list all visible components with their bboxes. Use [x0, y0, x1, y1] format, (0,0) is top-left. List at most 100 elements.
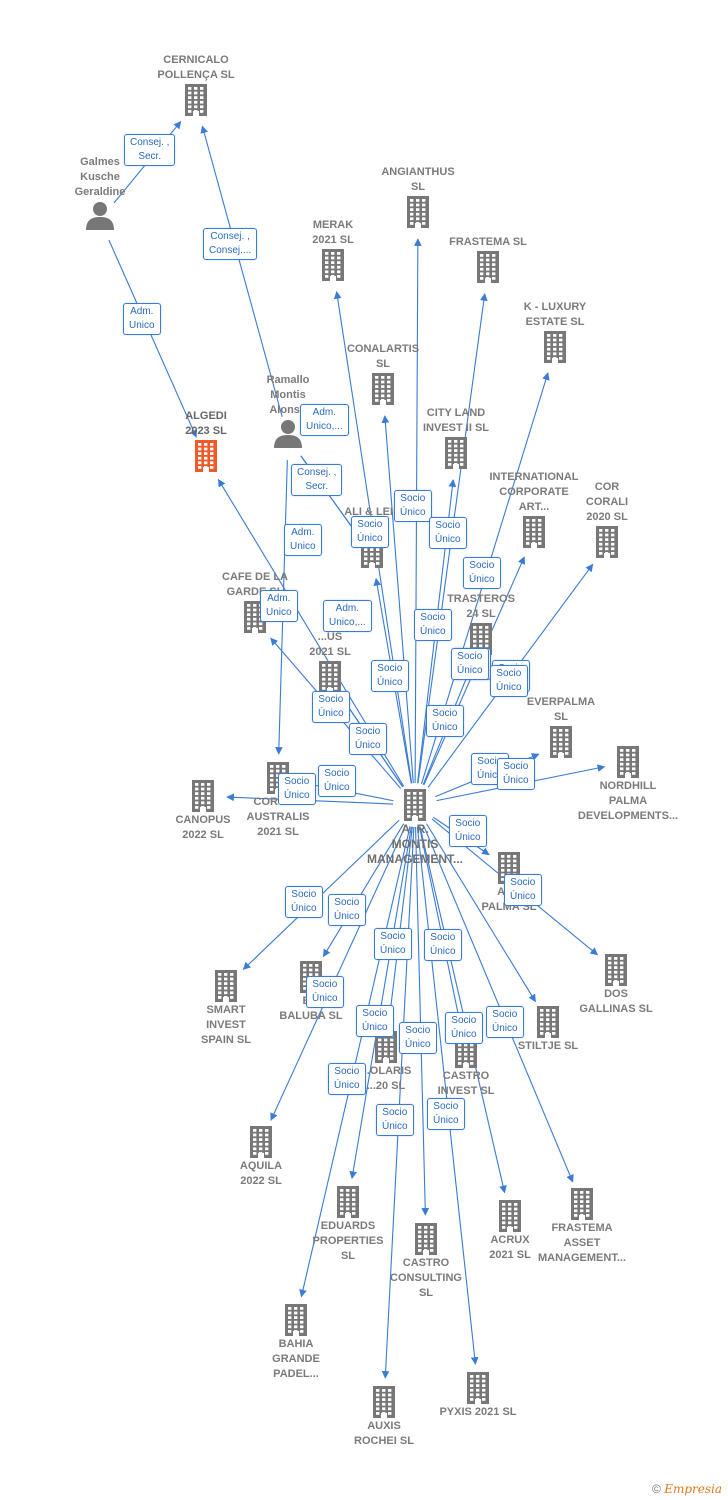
node-citylandinvest[interactable]: CITY LAND INVEST II SL	[396, 406, 516, 470]
edge-role-badge[interactable]: Socio Único	[318, 765, 356, 797]
edge-role-badge[interactable]: Socio Único	[445, 1012, 483, 1044]
node-corona[interactable]: CORONA AUSTRALIS 2021 SL	[218, 761, 338, 840]
node-label: CONALARTIS SL	[346, 343, 420, 370]
building-icon	[571, 1188, 593, 1220]
building-icon	[477, 251, 499, 283]
node-nordhill[interactable]: NORDHILL PALMA DEVELOPMENTS...	[568, 745, 688, 824]
edge-role-badge[interactable]: Socio Único	[463, 557, 501, 589]
edge-role-badge[interactable]: Socio Único	[414, 609, 452, 641]
edge-role-badge[interactable]: Socio Único	[449, 815, 487, 847]
node-dosgallinas[interactable]: DOS GALLINAS SL	[556, 953, 676, 1017]
node-trasteros[interactable]: TRASTEROS 24 SL	[421, 592, 541, 656]
building-icon	[523, 516, 545, 548]
edge-role-badge[interactable]: Socio Único	[394, 490, 432, 522]
node-label: CASTRO CONSULTING SL	[390, 1257, 462, 1299]
building-icon	[372, 373, 394, 405]
building-icon	[415, 1223, 437, 1255]
edge-role-badge[interactable]: Socio Único	[426, 705, 464, 737]
edge-role-badge[interactable]: Consej. , Secr.	[124, 134, 176, 166]
edge-role-badge[interactable]: Consej. , Secr.	[291, 464, 343, 496]
edge-role-badge[interactable]: Socio Único	[376, 1104, 414, 1136]
node-ramallo[interactable]: Ramallo Montis Alonso	[228, 373, 348, 448]
edge-role-badge[interactable]: Socio Único	[306, 976, 344, 1008]
node-bahiagrande[interactable]: BAHIA GRANDE PADEL...	[236, 1303, 356, 1382]
edge-role-badge[interactable]: Socio Único	[490, 665, 528, 697]
edge-armontis-aquila	[270, 824, 407, 1121]
edge-role-badge[interactable]: Adm. Unico	[260, 590, 298, 622]
brand-logo: Empresia	[664, 1482, 722, 1496]
node-label: PYXIS 2021 SL	[439, 1406, 517, 1418]
building-icon	[404, 789, 426, 821]
node-merak[interactable]: MERAK 2021 SL	[273, 218, 393, 282]
edge-role-badge[interactable]: Socio Único	[429, 517, 467, 549]
node-armontis[interactable]: A. R. MONTIS MANAGEMENT...	[355, 788, 475, 867]
node-everpalma[interactable]: EVERPALMA SL	[501, 695, 621, 759]
node-aquila[interactable]: AQUILA 2022 SL	[201, 1125, 321, 1189]
node-polaris[interactable]: ...OLARIS ...20 SL	[326, 1030, 446, 1094]
node-frastema[interactable]: FRASTEMA SL	[428, 235, 548, 284]
node-azpalma[interactable]: AZ... PALMA SL	[449, 851, 569, 915]
node-label: ANGIANTHUS SL	[381, 166, 455, 193]
building-icon	[373, 1386, 395, 1418]
node-conalartis[interactable]: CONALARTIS SL	[323, 342, 443, 406]
node-label: DOS GALLINAS SL	[579, 988, 653, 1015]
node-castroinvest[interactable]: CASTRO INVEST SL	[406, 1035, 526, 1099]
edge-role-badge[interactable]: Socio Único	[356, 1005, 394, 1037]
building-icon	[215, 970, 237, 1002]
edge-role-badge[interactable]: Socio Único	[424, 929, 462, 961]
building-icon	[185, 84, 207, 116]
node-angianthus[interactable]: ANGIANTHUS SL	[358, 165, 478, 229]
person-icon	[274, 420, 302, 448]
edge-role-badge[interactable]: Socio Único	[486, 1006, 524, 1038]
node-kluxury[interactable]: K - LUXURY ESTATE SL	[495, 300, 615, 364]
edge-role-badge[interactable]: Socio Único	[374, 928, 412, 960]
edge-armontis-castroconsulting	[415, 826, 430, 1216]
edge-role-badge[interactable]: Socio Único	[371, 660, 409, 692]
edge-role-badge[interactable]: Consej. , Consej....	[203, 228, 258, 260]
building-icon	[467, 1372, 489, 1404]
node-stiltje[interactable]: STILTJE SL	[488, 1005, 608, 1054]
footer-brand[interactable]: © Empresia	[652, 1482, 722, 1496]
node-auxis[interactable]: AUXIS ROCHEI SL	[324, 1385, 444, 1449]
edge-role-badge[interactable]: Socio Único	[312, 691, 350, 723]
node-label: COR CORALI 2020 SL	[585, 481, 629, 523]
node-cernicalo[interactable]: CERNICALO POLLENÇA SL	[136, 53, 256, 117]
edge-role-badge[interactable]: Socio Único	[328, 1063, 366, 1095]
person-icon	[86, 202, 114, 230]
edge-role-badge[interactable]: Socio Único	[504, 874, 542, 906]
edge-role-badge[interactable]: Socio Único	[285, 886, 323, 918]
edge-role-badge[interactable]: Socio Único	[278, 773, 316, 805]
node-pyxis[interactable]: PYXIS 2021 SL	[418, 1371, 538, 1420]
node-hidden2021[interactable]: ...US 2021 SL	[270, 630, 390, 694]
edge-role-badge[interactable]: Adm. Unico	[284, 524, 322, 556]
building-icon	[285, 1304, 307, 1336]
edge-role-badge[interactable]: Socio Único	[328, 894, 366, 926]
node-algedi[interactable]: ALGEDI 2023 SL	[146, 409, 266, 473]
edge-armontis-frastemaasset	[422, 825, 574, 1183]
node-galmes[interactable]: Galmes Kusche Geraldine	[40, 155, 160, 230]
node-international[interactable]: INTERNATIONAL CORPORATE ART...	[474, 470, 594, 549]
node-corcorali[interactable]: COR CORALI 2020 SL	[547, 480, 667, 559]
edge-armontis-auxis	[381, 826, 415, 1379]
building-icon	[337, 1186, 359, 1218]
node-smartinvest[interactable]: SMART INVEST SPAIN SL	[166, 969, 286, 1048]
node-label: MERAK 2021 SL	[312, 219, 354, 246]
edge-role-badge[interactable]: Adm. Unico	[123, 303, 161, 335]
edge-role-badge[interactable]: Socio Único	[427, 1098, 465, 1130]
node-eduards[interactable]: EDUARDS PROPERTIES SL	[288, 1185, 408, 1264]
node-label: EVERPALMA SL	[526, 696, 596, 723]
edge-role-badge[interactable]: Adm. Unico,...	[323, 600, 372, 632]
edge-role-badge[interactable]: Socio Único	[349, 723, 387, 755]
edge-role-badge[interactable]: Socio Único	[399, 1022, 437, 1054]
edge-role-badge[interactable]: Socio Único	[451, 648, 489, 680]
node-canopus[interactable]: CANOPUS 2022 SL	[143, 779, 263, 843]
edge-role-badge[interactable]: Socio Único	[351, 516, 389, 548]
node-castroconsulting[interactable]: CASTRO CONSULTING SL	[366, 1222, 486, 1301]
edge-role-badge[interactable]: Socio Único	[497, 758, 535, 790]
node-frastemaasset[interactable]: FRASTEMA ASSET MANAGEMENT...	[522, 1187, 642, 1266]
node-acrux[interactable]: ACRUX 2021 SL	[450, 1199, 570, 1263]
node-label: FRASTEMA SL	[449, 236, 527, 248]
edge-role-badge[interactable]: Adm. Unico,...	[300, 404, 349, 436]
edge-armontis-eduards	[349, 826, 412, 1180]
building-icon	[322, 249, 344, 281]
